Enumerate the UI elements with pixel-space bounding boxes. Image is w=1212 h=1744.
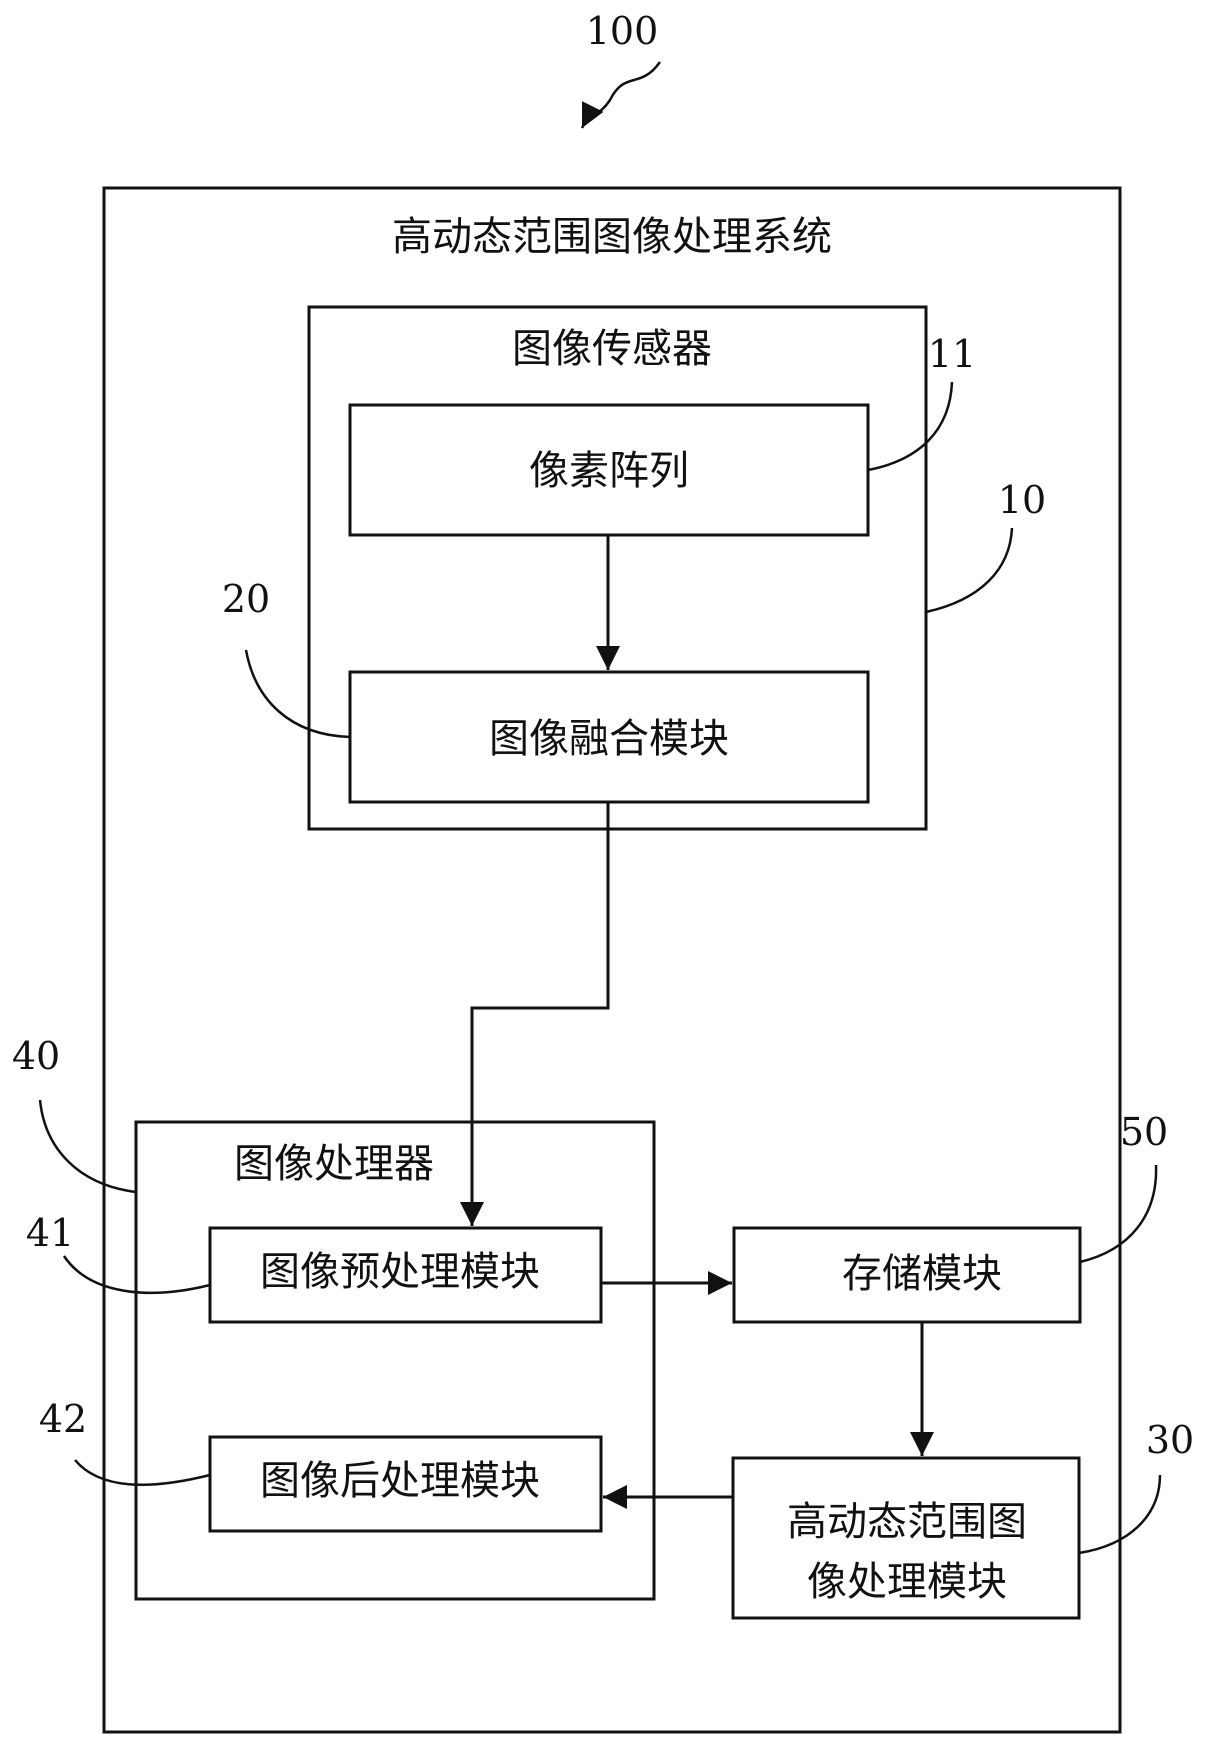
postprocess-module-label: 图像后处理模块 — [260, 1458, 540, 1504]
hdr-module-leader — [1078, 1474, 1162, 1555]
postprocess-module-ref: 42 — [39, 1397, 87, 1441]
image-processor-title: 图像处理器 — [234, 1141, 434, 1187]
storage-module-label: 存储模块 — [842, 1251, 1002, 1297]
system-box — [102, 186, 1122, 1734]
image-sensor-ref: 10 — [998, 478, 1046, 522]
image-sensor-title: 图像传感器 — [512, 326, 712, 372]
preprocess-module-label: 图像预处理模块 — [260, 1249, 540, 1295]
pixel-array-leader — [867, 381, 954, 472]
fusion-module-ref: 20 — [222, 577, 270, 621]
hdr-module-label-line2: 像处理模块 — [807, 1559, 1007, 1605]
image-processor-ref: 40 — [12, 1034, 60, 1078]
figure-number: 100 — [586, 9, 659, 53]
fusion-module-leader — [244, 649, 351, 739]
system-title: 高动态范围图像处理系统 — [392, 214, 832, 260]
pixel-array-ref: 11 — [928, 332, 976, 376]
image-processor-box — [134, 1120, 656, 1601]
figure-pointer-arrow — [580, 61, 662, 129]
preprocess-module-leader — [62, 1255, 211, 1295]
storage-module-ref: 50 — [1120, 1110, 1168, 1154]
pixel-array-label: 像素阵列 — [529, 448, 689, 494]
fusion-module-label: 图像融合模块 — [489, 716, 729, 762]
storage-module-box — [732, 1226, 1082, 1324]
image-sensor-leader — [925, 527, 1014, 614]
hdr-module-box — [731, 1456, 1081, 1620]
postprocess-module-leader — [74, 1459, 211, 1487]
hdr-module-ref: 30 — [1146, 1418, 1194, 1462]
preprocess-module-ref: 41 — [26, 1211, 74, 1255]
image-processor-leader — [38, 1099, 137, 1194]
postprocess-module-box — [208, 1435, 603, 1533]
image-sensor-box — [307, 305, 928, 831]
arrow-fusion-to-preprocess — [460, 802, 610, 1226]
preprocess-module-box — [208, 1226, 603, 1324]
storage-module-leader — [1079, 1164, 1158, 1264]
hdr-module-label-line1: 高动态范围图 — [787, 1499, 1027, 1545]
